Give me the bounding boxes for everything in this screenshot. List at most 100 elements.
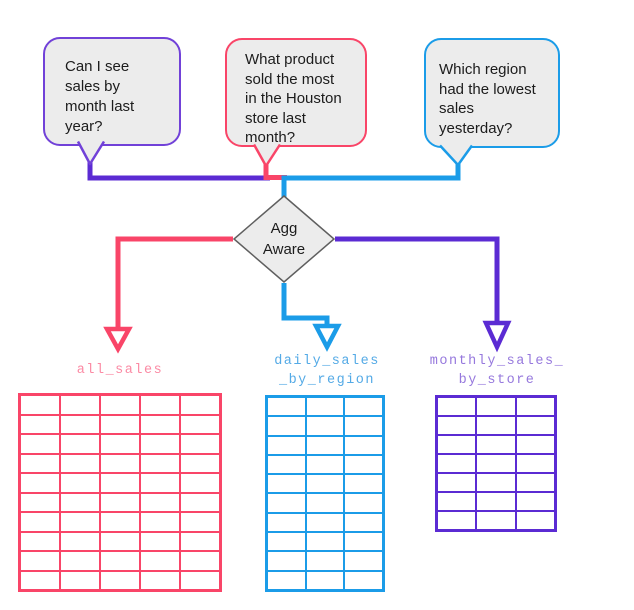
table-cell bbox=[438, 474, 476, 491]
table-cell bbox=[306, 533, 344, 551]
speech-bubble-lowest-region: Which region had the lowest sales yester… bbox=[424, 38, 560, 148]
table-cell bbox=[345, 417, 382, 435]
table-cell bbox=[21, 396, 59, 414]
speech-bubble-houston-product: What product sold the most in the Housto… bbox=[225, 38, 367, 147]
table-cell bbox=[61, 513, 99, 531]
table-cell bbox=[181, 552, 219, 570]
table-cell bbox=[181, 454, 219, 472]
table-cell bbox=[516, 436, 554, 453]
connector-purple-question bbox=[87, 160, 270, 181]
table-cell bbox=[61, 415, 99, 433]
table-label-daily-sales-by-region: daily_sales _by_region bbox=[274, 354, 380, 388]
table-cell bbox=[101, 552, 139, 570]
table-cell bbox=[141, 396, 179, 414]
table-cell bbox=[21, 493, 59, 511]
table-cell bbox=[181, 474, 219, 492]
connector-blue-question bbox=[281, 160, 461, 198]
table-cell bbox=[21, 532, 59, 550]
arrowhead-purple bbox=[482, 320, 512, 353]
table-label-all-sales: all_sales bbox=[76, 363, 164, 378]
table-cell bbox=[438, 493, 476, 510]
table-cell bbox=[101, 396, 139, 414]
table-cell bbox=[516, 493, 554, 510]
table-cell bbox=[21, 571, 59, 589]
table-cell bbox=[306, 398, 344, 416]
table-cell bbox=[268, 552, 305, 570]
connector-pink-output bbox=[115, 236, 233, 329]
table-cell bbox=[141, 532, 179, 550]
table-cell bbox=[306, 571, 344, 589]
table-cell bbox=[21, 435, 59, 453]
table-cell bbox=[268, 398, 305, 416]
table-cell bbox=[101, 493, 139, 511]
table-cell bbox=[345, 494, 382, 512]
table-cell bbox=[268, 494, 305, 512]
table-cell bbox=[438, 436, 476, 453]
connector-blue-output bbox=[281, 283, 330, 326]
table-cell bbox=[516, 512, 554, 529]
table-cell bbox=[181, 396, 219, 414]
table-cell bbox=[141, 474, 179, 492]
table-cell bbox=[477, 474, 515, 491]
table-cell bbox=[516, 455, 554, 472]
table-cell bbox=[268, 455, 305, 474]
table-cell bbox=[181, 435, 219, 453]
table-cell bbox=[268, 436, 305, 454]
table-cell bbox=[345, 475, 382, 493]
table-cell bbox=[516, 398, 554, 415]
table-cell bbox=[141, 571, 179, 589]
table-cell bbox=[477, 417, 515, 434]
table-cell bbox=[101, 474, 139, 492]
table-cell bbox=[306, 436, 344, 454]
table-cell bbox=[516, 474, 554, 491]
table-cell bbox=[61, 532, 99, 550]
table-cell bbox=[268, 475, 305, 493]
table-cell bbox=[61, 396, 99, 414]
table-cell bbox=[345, 455, 382, 474]
table-cell bbox=[181, 513, 219, 531]
table-cell bbox=[345, 436, 382, 454]
table-cell bbox=[345, 571, 382, 589]
bubble-tail-blue bbox=[439, 144, 474, 167]
table-label-monthly-sales-by-store: monthly_sales_ by_store bbox=[429, 354, 565, 388]
table-cell bbox=[141, 454, 179, 472]
table-cell bbox=[306, 455, 344, 474]
table-cell bbox=[101, 571, 139, 589]
table-cell bbox=[21, 474, 59, 492]
table-cell bbox=[306, 513, 344, 532]
table-cell bbox=[345, 398, 382, 416]
table-cell bbox=[61, 552, 99, 570]
table-cell bbox=[477, 398, 515, 415]
table-cell bbox=[181, 532, 219, 550]
table-cell bbox=[141, 435, 179, 453]
table-cell bbox=[268, 417, 305, 435]
table-cell bbox=[141, 493, 179, 511]
table-cell bbox=[268, 571, 305, 589]
table-cell bbox=[306, 475, 344, 493]
table-monthly-sales-by-store bbox=[435, 395, 557, 532]
table-cell bbox=[101, 532, 139, 550]
table-cell bbox=[477, 493, 515, 510]
table-cell bbox=[61, 454, 99, 472]
table-cell bbox=[345, 533, 382, 551]
table-cell bbox=[61, 571, 99, 589]
table-cell bbox=[141, 415, 179, 433]
table-cell bbox=[306, 417, 344, 435]
table-cell bbox=[438, 398, 476, 415]
table-cell bbox=[438, 417, 476, 434]
table-cell bbox=[141, 513, 179, 531]
table-cell bbox=[477, 436, 515, 453]
table-cell bbox=[181, 415, 219, 433]
table-cell bbox=[181, 571, 219, 589]
table-cell bbox=[306, 494, 344, 512]
connector-purple-output bbox=[335, 236, 500, 323]
table-cell bbox=[21, 552, 59, 570]
table-all-sales bbox=[18, 393, 222, 592]
speech-bubble-sales-by-month: Can I see sales by month last year? bbox=[43, 37, 181, 146]
table-cell bbox=[516, 417, 554, 434]
table-cell bbox=[101, 415, 139, 433]
table-cell bbox=[61, 474, 99, 492]
table-cell bbox=[101, 513, 139, 531]
table-cell bbox=[61, 493, 99, 511]
